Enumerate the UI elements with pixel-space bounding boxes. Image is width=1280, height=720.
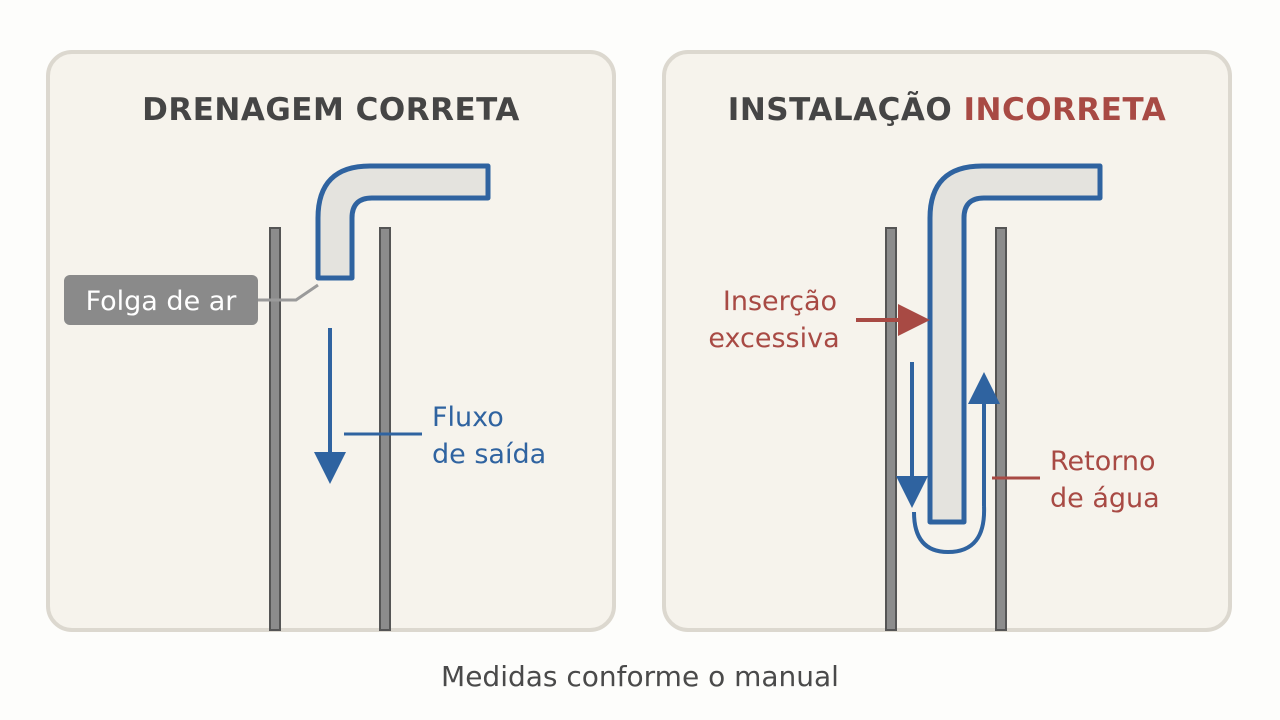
insertion-label-line1: Inserção — [723, 286, 837, 317]
u-turn-flow — [912, 505, 987, 555]
outflow-label-line1: Fluxo — [432, 402, 504, 433]
right-standpipe-wall-left — [885, 227, 897, 631]
air-gap-label: Folga de ar — [86, 286, 238, 317]
right-standpipe — [885, 227, 1007, 631]
title-incorrect-installation: INSTALAÇÃO INCORRETA — [662, 92, 1232, 128]
air-gap-leader — [258, 283, 319, 302]
insertion-label-line2: excessiva — [708, 323, 839, 354]
left-standpipe-wall-left — [269, 227, 281, 631]
outflow-label-line2: de saída — [432, 439, 546, 470]
right-standpipe-wall-right — [995, 227, 1007, 631]
return-label-line1: Retorno — [1050, 446, 1156, 477]
caption: Medidas conforme o manual — [441, 660, 839, 693]
title-part-incorrect: INCORRETA — [963, 92, 1167, 128]
air-gap-label-box — [64, 275, 258, 325]
right-drain-hose — [927, 163, 1103, 525]
title-part-installation: INSTALAÇÃO — [727, 92, 964, 128]
left-standpipe — [269, 227, 391, 631]
title-correct-drainage: DRENAGEM CORRETA — [142, 92, 520, 128]
left-drain-hose — [315, 163, 491, 281]
return-label-line2: de água — [1050, 483, 1160, 514]
left-standpipe-wall-right — [379, 227, 391, 631]
